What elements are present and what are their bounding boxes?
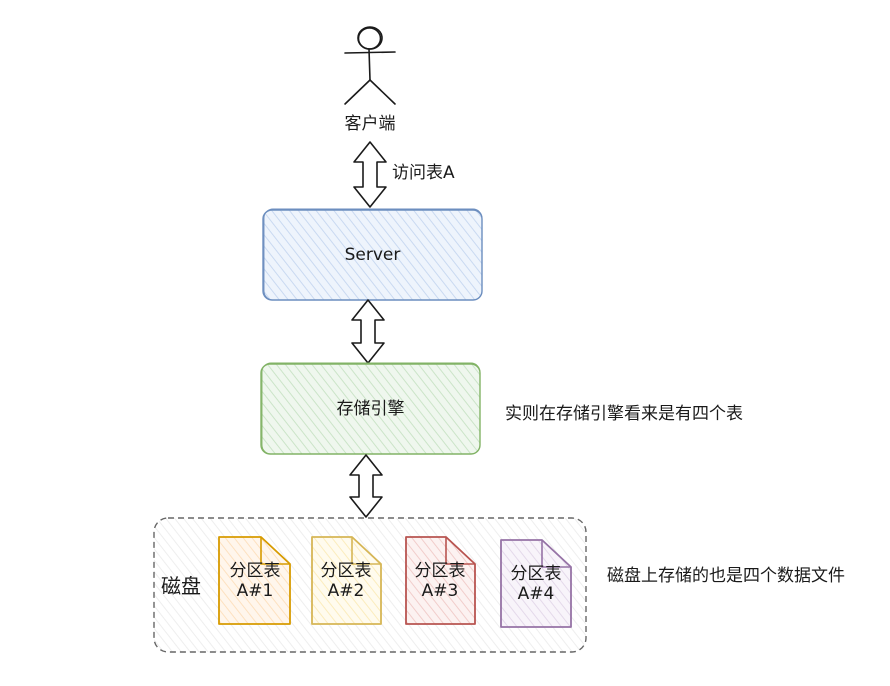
client-server-arrow — [353, 141, 387, 208]
partition-file-3-icon — [405, 536, 476, 625]
server-box — [262, 208, 483, 301]
engine-disk-arrow — [349, 454, 383, 518]
partition-file-1-icon — [218, 536, 291, 625]
storage-engine-box — [260, 362, 481, 455]
partition-2-id: A#2 — [327, 581, 365, 601]
client-actor-icon — [344, 26, 396, 105]
partition-file-4-icon — [500, 539, 572, 628]
partition-file-2-icon — [311, 536, 382, 625]
storage-engine-label: 存储引擎 — [336, 399, 405, 419]
disk-label: 磁盘 — [161, 574, 201, 598]
partition-3-id: A#3 — [421, 581, 459, 601]
request-label: 访问表A — [392, 163, 455, 183]
partition-1-title: 分区表 — [229, 561, 281, 581]
partition-3-title: 分区表 — [414, 561, 466, 581]
partition-4-id: A#4 — [517, 584, 555, 604]
partition-1-id: A#1 — [236, 581, 274, 601]
server-label: Server — [344, 245, 401, 265]
engine-note: 实则在存储引擎看来是有四个表 — [505, 404, 743, 424]
disk-note: 磁盘上存储的也是四个数据文件 — [607, 566, 845, 586]
partition-2-title: 分区表 — [320, 561, 372, 581]
server-engine-arrow — [351, 299, 385, 364]
client-label: 客户端 — [344, 114, 396, 134]
partition-4-title: 分区表 — [510, 564, 562, 584]
